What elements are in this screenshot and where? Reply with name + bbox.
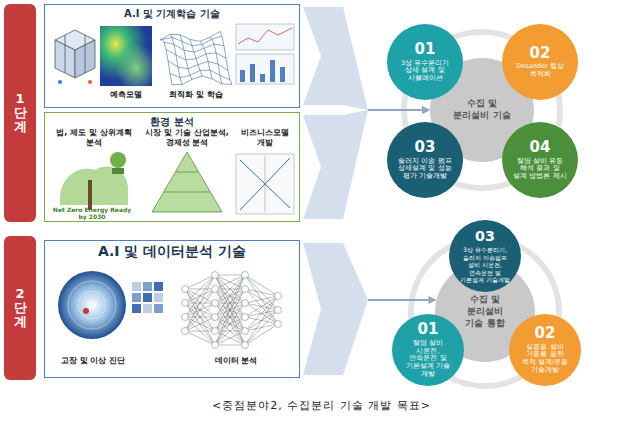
image-caption: 시장 및 기술 산업분석, 경제성 분석: [142, 128, 232, 147]
image-caption: 데이터 분석: [186, 356, 286, 366]
image-caption: 비즈니스모델 개발: [234, 128, 296, 147]
hub-label: 수집 및 분리설비 기술 통합: [457, 294, 513, 329]
callout-number: 04: [530, 139, 551, 156]
hub-label: 수집 및 분리설비 기술: [452, 98, 512, 121]
callout-number: 02: [535, 325, 556, 342]
panel-heading: 환경 분석: [146, 115, 197, 129]
callout-number: 01: [415, 41, 436, 58]
image-caption: 예측모델: [92, 90, 160, 100]
goal-text: 3상 유수분리기, 슬러지 이송펌프 설비 시운전, 연속운전 및 기본설계 기…: [460, 246, 510, 283]
callout-number: 01: [418, 321, 439, 338]
goal-text: 3상 유수분리기 상세 설계 및 시뮬레이션: [398, 60, 452, 83]
stage-label: 1 단계: [14, 92, 27, 135]
callout-number: 03: [475, 229, 495, 245]
stage-band: 1 단계: [4, 4, 36, 222]
goal-circle: 03 슬러지 이송 펌프 상세설계 및 성능 평가 기술개발: [387, 122, 463, 198]
goal-text: 슬러지 이송 펌프 상세설계 및 성능 평가 기술개발: [398, 158, 452, 181]
goal-text: 실증용 설비 가동을 통한 최적 설계/운용 기술개발: [520, 344, 570, 375]
goal-text: 탈염 설비 시운전, 연속운전 및 기본설계 기술 개발: [403, 340, 453, 379]
panel-heading: A.I 및 기계학습 기술: [120, 7, 224, 21]
goal-circle: 01 탈염 설비 시운전, 연속운전 및 기본설계 기술 개발: [392, 314, 464, 386]
panel-heading: A.I 및 데이터분석 기술: [94, 243, 250, 261]
goal-text: 탈염 설비 유동 해석 결과 및 설계 방법론 제시: [513, 158, 567, 181]
goal-text: Desander 형상 최적화: [513, 63, 567, 79]
callout-number: 03: [415, 139, 436, 156]
goal-circle: 01 3상 유수분리기 상세 설계 및 시뮬레이션: [387, 24, 463, 100]
image-caption: 최적화 및 학습: [158, 90, 234, 100]
goal-circle: 04 탈염 설비 유동 해석 결과 및 설계 방법론 제시: [502, 122, 578, 198]
image-caption: 법, 제도 및 상위계획 분석: [48, 128, 140, 147]
goal-circle: 02 실증용 설비 가동을 통한 최적 설계/운용 기술개발: [509, 314, 581, 386]
callout-number: 02: [530, 45, 551, 62]
image-caption: 고장 및 이상 진단: [52, 356, 134, 366]
goal-circle: 033상 유수분리기, 슬러지 이송펌프 설비 시운전, 연속운전 및 기본설계…: [449, 220, 521, 292]
goal-circle: 02Desander 형상 최적화: [502, 24, 578, 100]
image-caption: Net Zero Energy Ready by 2030: [52, 206, 132, 220]
figure-caption: <중점분야2, 수집분리 기술 개발 목표>: [0, 398, 643, 413]
stage-label: 2 단계: [14, 287, 27, 330]
stage-band: 2 단계: [4, 236, 36, 380]
